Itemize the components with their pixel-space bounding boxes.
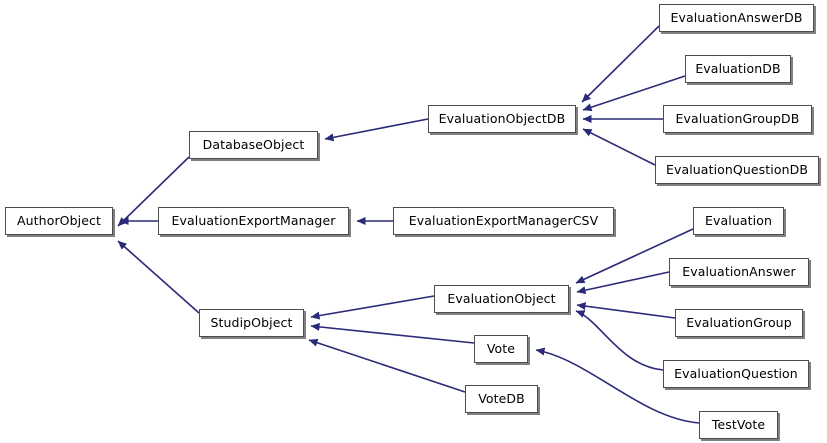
class-node-label: EvaluationQuestion — [674, 365, 798, 381]
class-node-label: EvaluationObjectDB — [438, 110, 566, 126]
edge-EvaluationObject-to-StudipObject — [310, 295, 435, 320]
class-node-Vote[interactable]: Vote — [474, 335, 528, 363]
class-node-label: EvaluationAnswer — [682, 263, 796, 279]
class-node-label: EvaluationGroupDB — [675, 110, 800, 126]
class-node-label: EvaluationExportManager — [171, 212, 336, 228]
class-node-label: EvaluationDB — [695, 60, 781, 76]
class-node-EvaluationGroupDB[interactable]: EvaluationGroupDB — [663, 105, 812, 133]
edge-Vote-to-StudipObject — [310, 322, 475, 344]
class-node-AuthorObject[interactable]: AuthorObject — [5, 207, 113, 235]
edge-EvaluationAnswerDB-to-EvaluationObjectDB — [581, 25, 660, 103]
class-node-VoteDB[interactable]: VoteDB — [465, 385, 538, 413]
class-node-EvaluationExportManager[interactable]: EvaluationExportManager — [158, 207, 349, 235]
class-node-TestVote[interactable]: TestVote — [699, 411, 778, 439]
class-node-label: Evaluation — [705, 212, 772, 228]
class-node-label: EvaluationAnswerDB — [670, 9, 803, 25]
class-node-label: EvaluationQuestionDB — [665, 161, 809, 177]
class-node-EvaluationQuestion[interactable]: EvaluationQuestion — [663, 360, 809, 388]
edge-EvaluationObjectDB-to-DatabaseObject — [324, 118, 429, 142]
class-node-DatabaseObject[interactable]: DatabaseObject — [189, 131, 318, 159]
edge-EvaluationGroup-to-EvaluationObject — [576, 302, 676, 319]
class-node-EvaluationAnswerDB[interactable]: EvaluationAnswerDB — [659, 4, 814, 32]
class-node-EvaluationAnswer[interactable]: EvaluationAnswer — [669, 258, 809, 286]
edge-VoteDB-to-StudipObject — [308, 338, 466, 393]
class-node-label: DatabaseObject — [202, 136, 305, 152]
class-node-StudipObject[interactable]: StudipObject — [199, 309, 304, 337]
class-node-EvaluationGroup[interactable]: EvaluationGroup — [675, 309, 803, 337]
edge-StudipObject-to-AuthorObject — [117, 240, 200, 314]
class-node-label: EvaluationObject — [447, 290, 556, 306]
class-node-EvaluationDB[interactable]: EvaluationDB — [685, 55, 791, 83]
class-node-EvaluationExportManagerCSV[interactable]: EvaluationExportManagerCSV — [393, 207, 614, 235]
class-node-Evaluation[interactable]: Evaluation — [693, 207, 784, 235]
class-node-EvaluationQuestionDB[interactable]: EvaluationQuestionDB — [655, 156, 819, 184]
class-node-label: AuthorObject — [17, 212, 101, 228]
class-node-label: Vote — [486, 340, 516, 356]
class-node-EvaluationObjectDB[interactable]: EvaluationObjectDB — [428, 105, 576, 133]
edge-EvaluationQuestionDB-to-EvaluationObjectDB — [582, 128, 656, 166]
edge-EvaluationQuestion-to-EvaluationObject — [575, 310, 664, 371]
class-node-label: EvaluationGroup — [686, 314, 792, 330]
class-node-label: EvaluationExportManagerCSV — [408, 212, 599, 228]
edge-EvaluationAnswer-to-EvaluationObject — [576, 271, 670, 295]
class-node-label: StudipObject — [210, 314, 293, 330]
class-node-label: VoteDB — [478, 390, 525, 406]
class-node-EvaluationObject[interactable]: EvaluationObject — [434, 285, 569, 313]
class-node-label: TestVote — [711, 416, 766, 432]
